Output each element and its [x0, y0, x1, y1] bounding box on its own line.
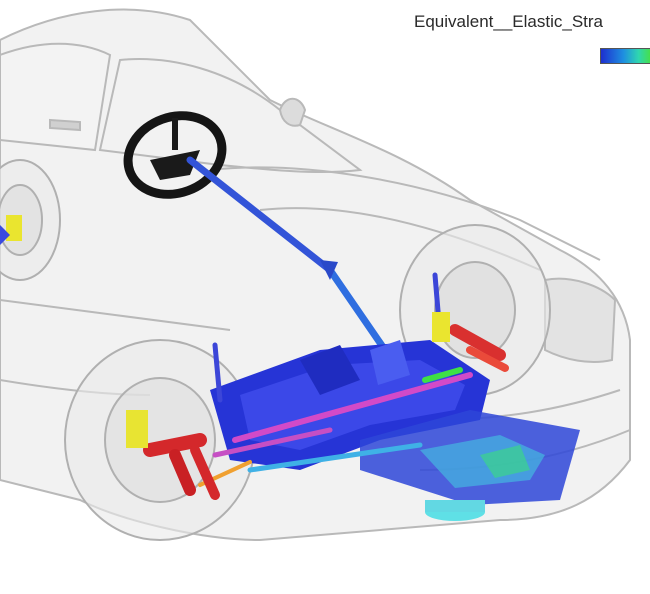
hub-blocks: [6, 215, 450, 448]
legend-color-bar: [600, 48, 650, 64]
suspension-links: [198, 272, 473, 487]
struts: [143, 324, 509, 500]
steering-wheel: [123, 111, 227, 199]
subframe: [210, 340, 580, 505]
legend-title: Equivalent__Elastic_Stra: [414, 12, 604, 31]
damper-cylinder: [425, 500, 485, 521]
rear-link: [0, 225, 10, 245]
steering-column: [186, 156, 389, 354]
